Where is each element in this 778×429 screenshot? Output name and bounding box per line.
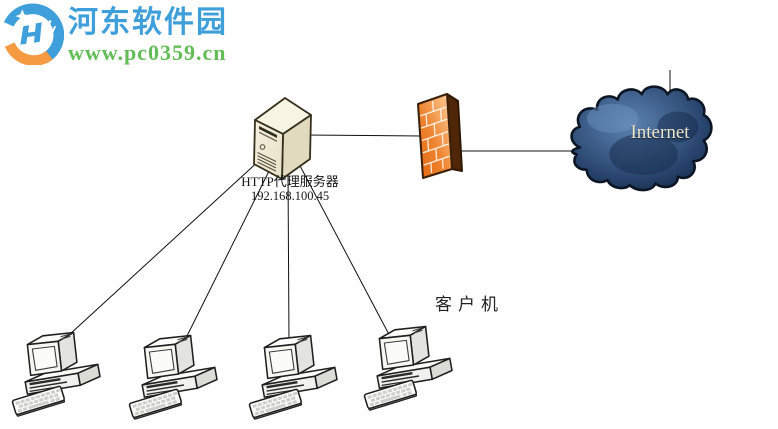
server-ip-label: 192.168.100.45 bbox=[250, 189, 330, 203]
link-server-client-2 bbox=[185, 164, 273, 339]
client-computer-icon bbox=[10, 331, 102, 418]
client-computer-icon bbox=[127, 334, 219, 421]
link-server-client-1 bbox=[68, 157, 263, 336]
site-url: www.pc0359.cn bbox=[68, 40, 227, 65]
star-icon bbox=[15, 9, 30, 23]
server-name-label: HTTP代理服务器 bbox=[241, 174, 339, 189]
link-server-firewall bbox=[304, 134, 423, 137]
firewall-icon bbox=[418, 94, 463, 178]
clients-label: 客户机 bbox=[435, 295, 504, 314]
client-computer-icon bbox=[362, 325, 454, 412]
pc0359-logo-icon bbox=[3, 3, 64, 65]
proxy-server-label: HTTP代理服务器 192.168.100.45 bbox=[229, 174, 351, 204]
internet-label: Internet bbox=[630, 122, 690, 143]
network-links bbox=[68, 70, 671, 345]
link-server-client-4 bbox=[297, 161, 395, 345]
proxy-server-icon bbox=[253, 97, 312, 180]
link-server-client-3 bbox=[287, 169, 290, 344]
client-computer-icon bbox=[247, 334, 339, 421]
site-watermark: 河东软件园 www.pc0359.cn bbox=[2, 3, 228, 65]
internet-cloud-icon bbox=[570, 85, 713, 192]
site-name: 河东软件园 bbox=[68, 6, 228, 39]
